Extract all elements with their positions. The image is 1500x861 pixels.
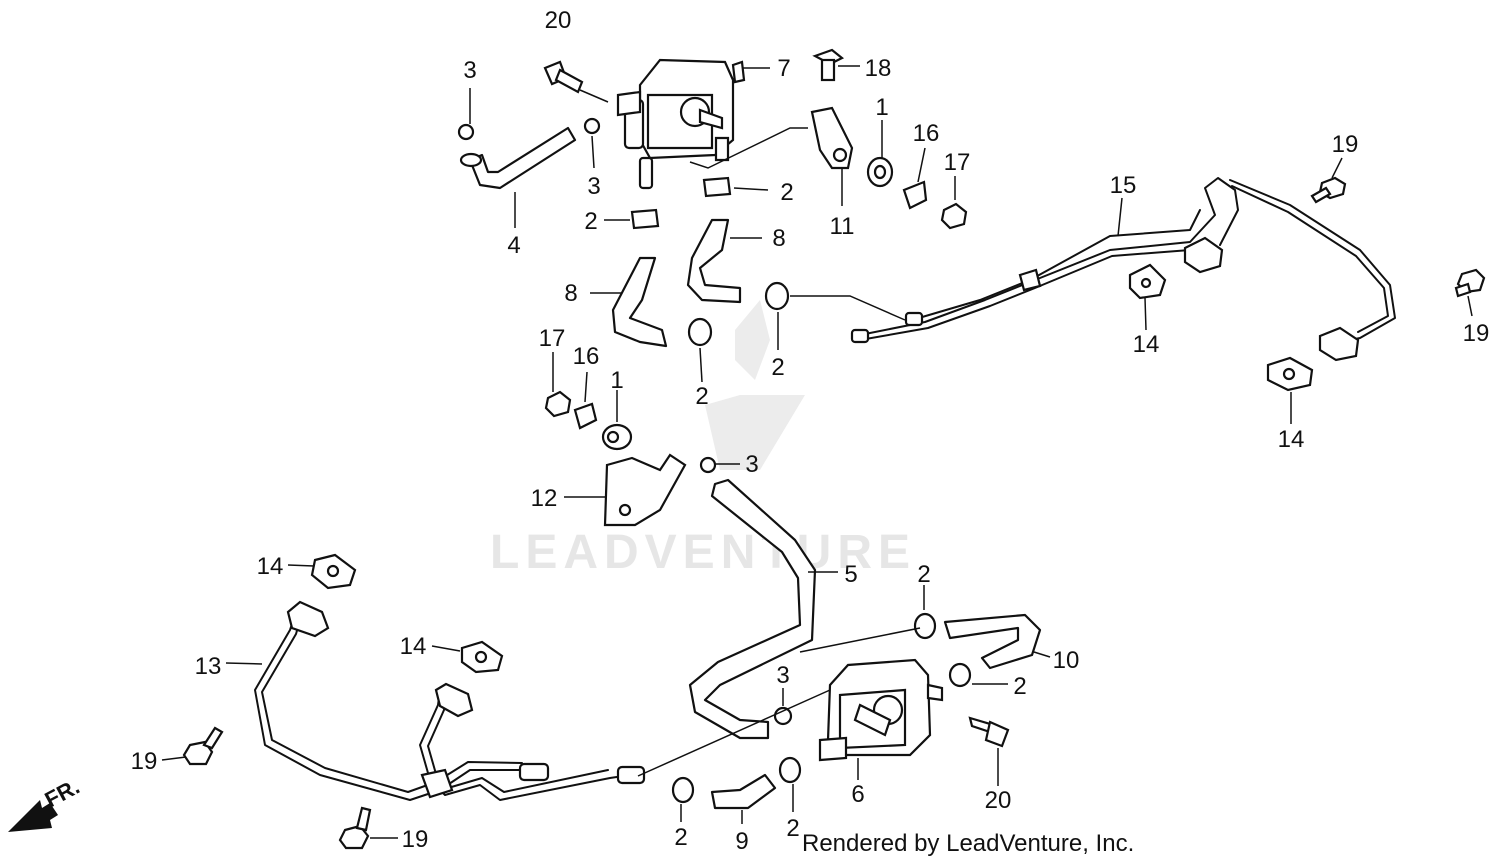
callout-19: 19: [402, 826, 429, 853]
hose-5: [688, 478, 817, 740]
callout-2: 2: [695, 383, 708, 410]
callout-12: 12: [531, 485, 558, 512]
clip-3-a: [457, 123, 475, 141]
callout-19: 19: [131, 748, 158, 775]
callout-10: 10: [1053, 647, 1080, 674]
hose-8-right: [686, 218, 742, 304]
bracket-12: [603, 453, 687, 527]
callout-8: 8: [772, 225, 785, 252]
watermark: LEADVENTURE: [490, 300, 916, 579]
callout-14: 14: [1133, 331, 1160, 358]
clamp-2-c: [687, 317, 713, 347]
clamp-2-h: [778, 756, 802, 784]
gasket-14-b: [1266, 356, 1314, 392]
clip-3-c: [699, 456, 717, 474]
callout-1: 1: [610, 367, 623, 394]
clamp-2-f: [948, 662, 972, 688]
nut-17-lower: [544, 390, 572, 418]
callout-2: 2: [1013, 673, 1026, 700]
bolt-19-bottom: [338, 806, 372, 850]
bolt-20-upper: [543, 60, 584, 94]
callout-16: 16: [573, 343, 600, 370]
render-credit: Rendered by LeadVenture, Inc.: [802, 830, 1135, 857]
callout-16: 16: [913, 120, 940, 147]
clamp-2-b: [630, 208, 660, 230]
callout-18: 18: [865, 55, 892, 82]
callout-14: 14: [257, 553, 284, 580]
gasket-14-d: [460, 640, 504, 674]
bolt-19-lower-left: [182, 726, 224, 766]
hose-4: [459, 126, 577, 190]
nut-17-upper: [940, 202, 968, 230]
callout-2: 2: [786, 815, 799, 842]
callout-3: 3: [745, 451, 758, 478]
callout-4: 4: [507, 232, 520, 259]
clip-3-b: [583, 117, 601, 135]
bolt-19-upper-right: [1310, 176, 1347, 204]
hose-9: [710, 773, 777, 810]
callout-14: 14: [1278, 426, 1305, 453]
callout-3: 3: [463, 57, 476, 84]
callout-17: 17: [539, 325, 566, 352]
fuel-pipe-15: [850, 177, 1396, 362]
clamp-2-a: [702, 176, 732, 198]
grommet-1-upper: [866, 156, 894, 188]
callout-1: 1: [875, 94, 888, 121]
callout-6: 6: [851, 781, 864, 808]
bolt-19-far-right: [1454, 268, 1486, 298]
callout-19: 19: [1463, 320, 1490, 347]
callout-2: 2: [771, 354, 784, 381]
callout-3: 3: [587, 173, 600, 200]
callout-14: 14: [400, 633, 427, 660]
clamp-2-d: [764, 281, 790, 311]
callout-20: 20: [545, 7, 572, 34]
callout-15: 15: [1110, 172, 1137, 199]
callout-3: 3: [776, 662, 789, 689]
bolt-20-lower: [968, 716, 1010, 748]
callout-2: 2: [917, 561, 930, 588]
leader-lines: [161, 65, 1473, 839]
callout-8: 8: [564, 280, 577, 307]
collar-16-lower: [573, 402, 598, 430]
grommet-1-lower: [601, 423, 633, 451]
hose-8-left: [611, 256, 668, 348]
bolt-18: [812, 48, 845, 82]
front-direction-arrow: FR.: [8, 774, 84, 832]
callout-11: 11: [830, 213, 855, 240]
callout-19: 19: [1332, 131, 1359, 158]
callout-17: 17: [944, 149, 971, 176]
watermark-text: LEADVENTURE: [490, 526, 916, 579]
callout-2: 2: [780, 179, 793, 206]
fuel-pipe-13: [254, 600, 646, 801]
callout-2: 2: [674, 824, 687, 851]
clamp-2-g: [671, 776, 695, 804]
clamp-2-e: [913, 612, 937, 640]
bracket-11: [810, 106, 854, 170]
callout-5: 5: [844, 561, 857, 588]
gasket-14-a: [1128, 263, 1167, 300]
collar-16-upper: [902, 180, 928, 210]
hose-10: [943, 613, 1042, 670]
gasket-14-c: [310, 553, 357, 590]
fuel-pump-lower: [818, 658, 944, 762]
fuel-pump-upper: [616, 58, 746, 190]
callout-2: 2: [584, 208, 597, 235]
clip-3-d: [773, 706, 793, 726]
callout-numbers: 20 3 7 18 1 16 17 19 15 3 2 11 4 2 8 8 1…: [131, 7, 1490, 855]
callout-7: 7: [777, 55, 790, 82]
callout-13: 13: [195, 653, 222, 680]
callout-9: 9: [735, 828, 748, 855]
callout-20: 20: [985, 787, 1012, 814]
